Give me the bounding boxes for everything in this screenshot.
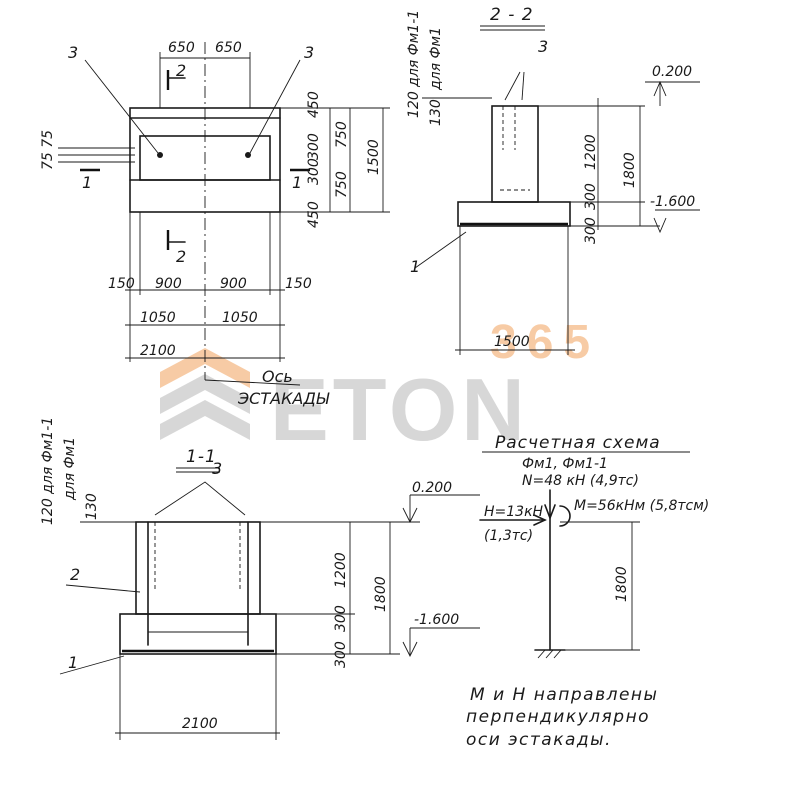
section-title: 2 - 2 <box>490 5 534 25</box>
callout-leader <box>59 655 125 675</box>
dim-label: 150 <box>108 276 135 292</box>
elevation-label: 0.200 <box>412 480 452 496</box>
callout-leader <box>521 71 525 101</box>
dim-label: 1800 <box>614 566 630 602</box>
section-mark-label: 2 <box>176 247 186 266</box>
callout-leader <box>84 59 159 154</box>
dim-label: 1500 <box>494 334 530 350</box>
dim-label: 650 <box>168 40 195 56</box>
dim-label: 300 <box>583 183 599 210</box>
scheme-subtitle: Фм1, Фм1-1 <box>522 456 608 472</box>
support-hatch <box>537 649 546 659</box>
axis-label: ЭСТАКАДЫ <box>237 389 330 408</box>
section-1-1: 1-1 120 для Фм1-1 для Фм1 130 3 2 1 0.20… <box>40 417 480 740</box>
dim-label: 1500 <box>366 139 382 175</box>
load-H-tc: (1,3тс) <box>484 528 533 544</box>
callout-leader <box>249 59 301 154</box>
support-hatch <box>545 649 554 659</box>
dim-label: 130 <box>428 99 444 126</box>
callout-3: 3 <box>538 37 548 56</box>
dim-label: 750 <box>334 171 350 198</box>
elevation-label: -1.600 <box>414 612 459 628</box>
section-title: 1-1 <box>186 447 217 467</box>
section-2-2: 2 - 2 120 для Фм1-1 для Фм1 1500 3 1 130… <box>406 5 700 355</box>
dim-label: 2100 <box>140 343 176 359</box>
dim-label: 150 <box>285 276 312 292</box>
callout-3: 3 <box>212 459 222 478</box>
support-hatch <box>553 649 562 659</box>
dim-label: 450 <box>306 91 322 118</box>
section-mark-label: 2 <box>176 61 186 80</box>
axis-leader <box>204 379 301 386</box>
dim-label: 75 75 <box>40 130 56 170</box>
slab <box>119 613 277 655</box>
plan-view: 650 650 3 3 2 2 1 1 75 75 450 300 300 45… <box>40 40 390 408</box>
dim-label: 900 <box>155 276 182 292</box>
dim-label: 450 <box>306 201 322 228</box>
load-N: N=48 кН (4,9тс) <box>522 473 639 489</box>
dim-label: 130 <box>84 493 100 520</box>
elevation-label: -1.600 <box>650 194 695 210</box>
callout-leader <box>154 481 246 516</box>
note: М и Н направлены перпендикулярно оси эст… <box>466 685 658 750</box>
callout-leader <box>65 584 141 593</box>
dim-label: 1200 <box>583 134 599 170</box>
elevation-label: 0.200 <box>652 64 692 80</box>
callout-1: 1 <box>410 257 420 276</box>
section-mark-label: 1 <box>292 173 302 192</box>
anchor-bolt <box>157 152 163 158</box>
callout-leader <box>504 71 521 101</box>
dim-label: 650 <box>215 40 242 56</box>
anchor-bolt <box>245 152 251 158</box>
scheme-title: Расчетная схема <box>495 433 661 453</box>
dim-label: 300 <box>333 605 349 632</box>
section-mark-label: 1 <box>82 173 92 192</box>
callout-3: 3 <box>304 43 314 62</box>
load-H: H=13кН <box>484 504 544 520</box>
dim-label: 300 <box>583 217 599 244</box>
moment-arc-icon <box>559 505 571 527</box>
note-line: оси эстакады. <box>466 730 612 750</box>
watermark-number: 365 <box>490 316 600 369</box>
dim-label: 2100 <box>182 716 218 732</box>
note-line: перпендикулярно <box>466 707 650 727</box>
elev-marker <box>653 217 667 234</box>
dim-label: 1050 <box>140 310 176 326</box>
watermark-brand: ETON <box>270 360 529 459</box>
callout-leader <box>414 231 467 269</box>
calc-scheme: Расчетная схема Фм1, Фм1-1 N=48 кН (4,9т… <box>479 433 709 659</box>
watermark: 365 ETON <box>160 316 600 459</box>
callout-1: 1 <box>68 653 78 672</box>
dim-label: 300 <box>306 133 322 160</box>
dim-label: 1050 <box>222 310 258 326</box>
callout-3: 3 <box>68 43 78 62</box>
arrow-right-icon <box>533 514 547 526</box>
dim-label: 1800 <box>622 152 638 188</box>
axis-label: Ось <box>262 367 293 386</box>
dim-label: 750 <box>334 121 350 148</box>
callout-2: 2 <box>70 565 80 584</box>
vertical-label: 120 для Фм1-1 <box>406 10 422 118</box>
vertical-label: для Фм1 <box>428 27 444 91</box>
dim-label: 1800 <box>373 576 389 612</box>
note-line: М и Н направлены <box>470 685 658 705</box>
dim-label: 300 <box>306 158 322 185</box>
slab <box>457 201 571 227</box>
vertical-label: 120 для Фм1-1 <box>40 417 56 525</box>
dim-label: 300 <box>333 641 349 668</box>
dim-label: 1200 <box>333 552 349 588</box>
vertical-label: для Фм1 <box>62 437 78 501</box>
load-M: M=56кНм (5,8тсм) <box>574 498 709 514</box>
dim-label: 900 <box>220 276 247 292</box>
arrow-down-icon <box>544 504 556 521</box>
